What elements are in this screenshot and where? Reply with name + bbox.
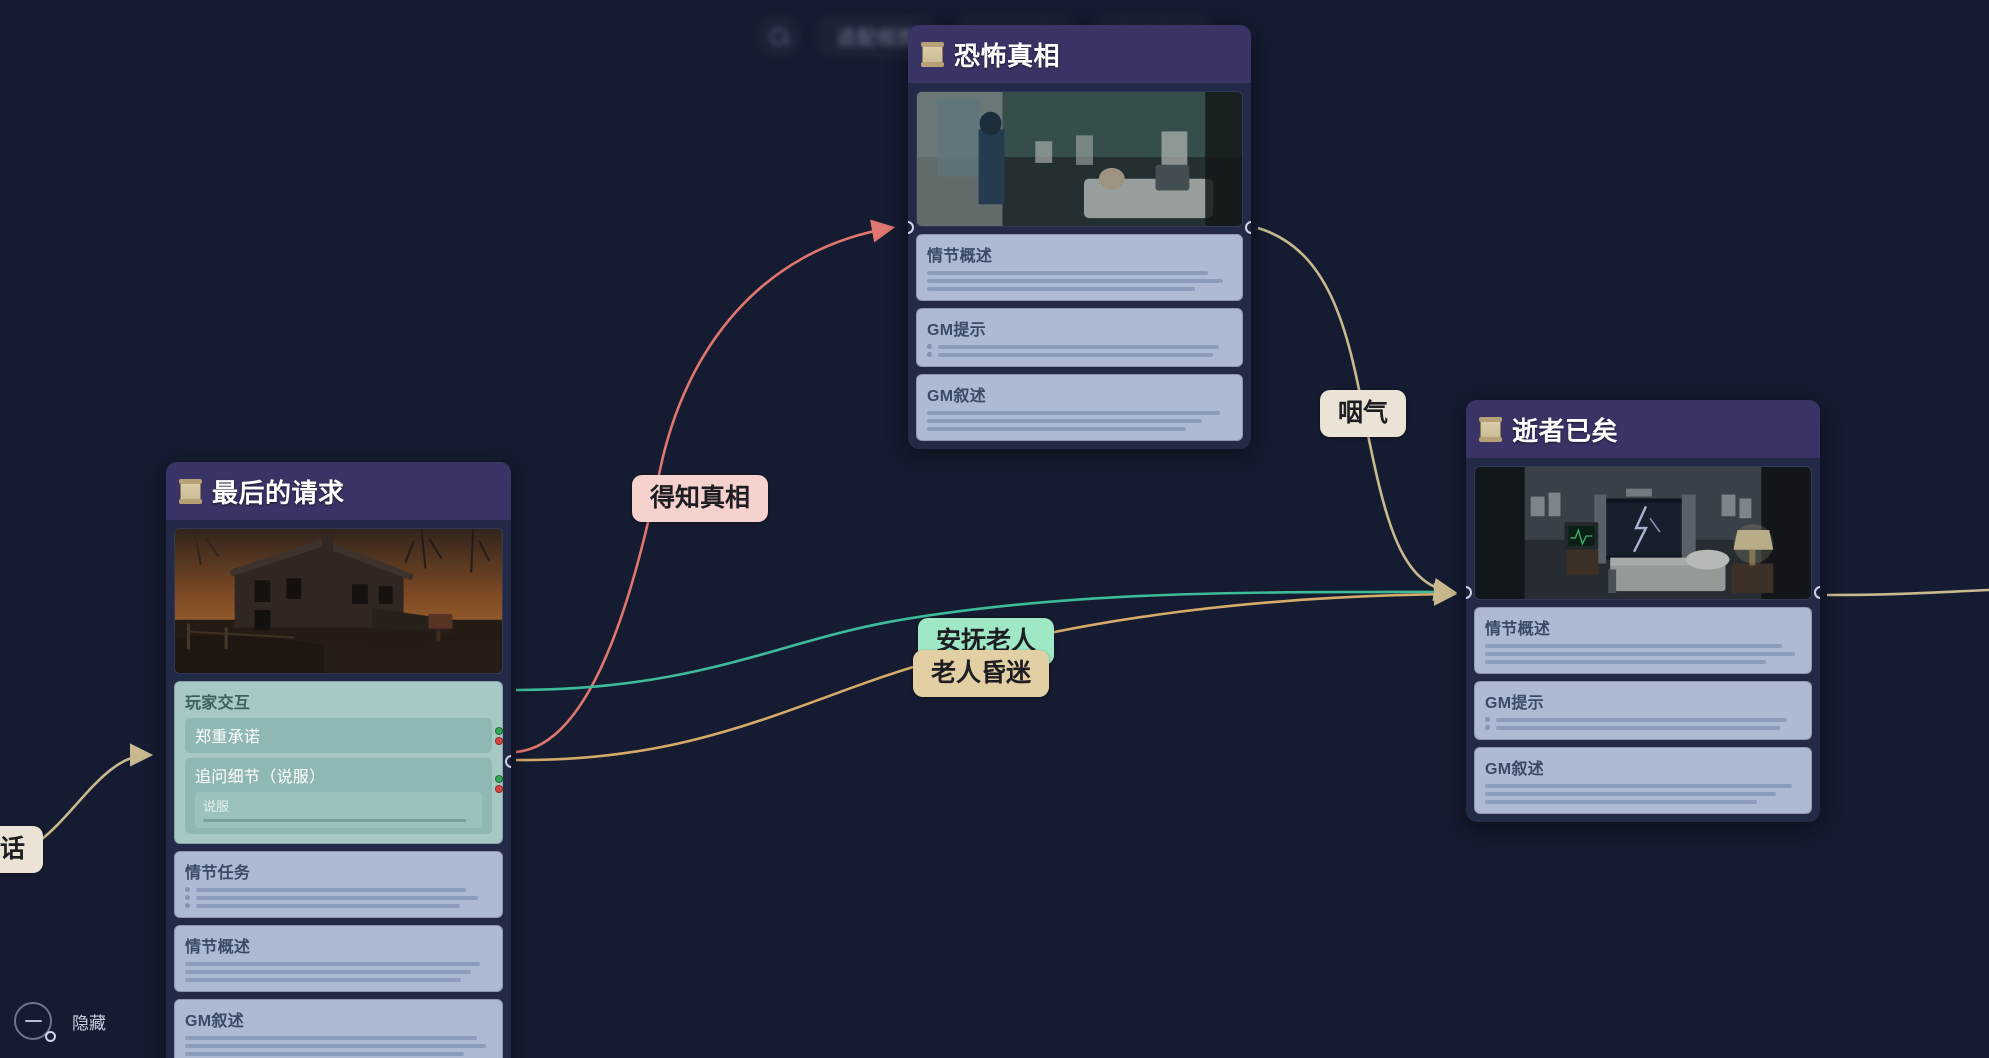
- node-title: 最后的请求: [212, 478, 345, 508]
- section-player-interaction[interactable]: 玩家交互 郑重承诺 追问细节（说服） 说服: [174, 681, 503, 844]
- node-horror-truth[interactable]: 恐怖真相: [908, 25, 1251, 449]
- section-gm-hint[interactable]: GM提示: [1474, 681, 1812, 740]
- section-title: 情节任务: [185, 865, 251, 882]
- connector-dots[interactable]: [494, 726, 503, 745]
- section-gm-narration[interactable]: GM叙述: [1474, 747, 1812, 814]
- edge-label-incoming[interactable]: 话: [0, 826, 44, 873]
- edge-label-learn-truth[interactable]: 得知真相: [632, 475, 769, 522]
- minus-circle-icon[interactable]: [14, 1002, 56, 1042]
- interaction-row[interactable]: 郑重承诺: [185, 718, 503, 753]
- minus-glyph: [24, 1019, 42, 1023]
- section-gm-hint[interactable]: GM提示: [916, 308, 1243, 367]
- section-title: 情节概述: [1485, 621, 1551, 638]
- search-button[interactable]: [755, 14, 801, 58]
- scroll-icon: [1479, 417, 1502, 442]
- node-output-handle[interactable]: [1245, 221, 1251, 234]
- node-image: [916, 91, 1243, 227]
- section-title: GM提示: [927, 322, 986, 339]
- interaction-subitem[interactable]: 说服: [195, 792, 482, 828]
- section-plot-task[interactable]: 情节任务: [174, 851, 503, 918]
- section-title: 情节概述: [927, 248, 993, 265]
- node-body: 玩家交互 郑重承诺 追问细节（说服） 说服: [166, 520, 511, 1058]
- hide-control[interactable]: 隐藏: [14, 1002, 106, 1042]
- node-deceased[interactable]: 逝者已矣: [1466, 400, 1820, 822]
- handle-nub-icon[interactable]: [45, 1031, 56, 1042]
- section-title: 情节概述: [185, 939, 251, 956]
- section-plot-summary[interactable]: 情节概述: [916, 234, 1243, 301]
- section-title: GM叙述: [1485, 761, 1544, 778]
- edge-label-last-gasp[interactable]: 咽气: [1320, 390, 1407, 437]
- node-header[interactable]: 逝者已矣: [1466, 400, 1820, 458]
- node-header[interactable]: 恐怖真相: [908, 25, 1251, 83]
- node-image: [1474, 466, 1812, 600]
- fit-view-button[interactable]: 适配视图: [815, 14, 939, 58]
- node-header[interactable]: 最后的请求: [166, 462, 511, 520]
- section-title: GM叙述: [185, 1013, 244, 1030]
- node-output-handle[interactable]: [1814, 586, 1820, 599]
- node-body: 情节概述 GM提示 GM叙述: [1466, 458, 1820, 822]
- hide-label: 隐藏: [72, 1013, 106, 1033]
- connector-dots[interactable]: [494, 775, 503, 793]
- section-title: GM提示: [1485, 695, 1544, 712]
- section-gm-narration[interactable]: GM叙述: [916, 374, 1243, 441]
- connector-dot-red[interactable]: [494, 785, 503, 793]
- scroll-icon: [179, 479, 202, 504]
- interaction-label: 追问细节（说服）: [195, 769, 326, 786]
- section-plot-summary[interactable]: 情节概述: [174, 925, 503, 992]
- edge-label-elder-coma[interactable]: 老人昏迷: [913, 650, 1050, 697]
- node-body: 情节概述 GM提示 GM叙述: [908, 83, 1251, 449]
- node-final-request[interactable]: 最后的请求: [166, 462, 511, 1058]
- section-title: GM叙述: [927, 388, 986, 405]
- connector-dot-green[interactable]: [494, 775, 503, 783]
- scroll-icon: [921, 42, 944, 67]
- section-gm-narration[interactable]: GM叙述: [174, 999, 503, 1058]
- node-output-handle[interactable]: [505, 755, 511, 768]
- search-icon: [769, 27, 787, 45]
- connector-dot-green[interactable]: [494, 726, 503, 735]
- section-title: 玩家交互: [185, 695, 251, 712]
- interaction-sub-label: 说服: [203, 799, 230, 814]
- connector-dot-red[interactable]: [494, 736, 503, 745]
- node-image: [174, 528, 503, 674]
- section-plot-summary[interactable]: 情节概述: [1474, 607, 1812, 674]
- interaction-row[interactable]: 追问细节（说服） 说服: [185, 758, 503, 834]
- interaction-label: 郑重承诺: [195, 729, 261, 746]
- node-title: 恐怖真相: [954, 41, 1061, 71]
- node-title: 逝者已矣: [1512, 416, 1619, 446]
